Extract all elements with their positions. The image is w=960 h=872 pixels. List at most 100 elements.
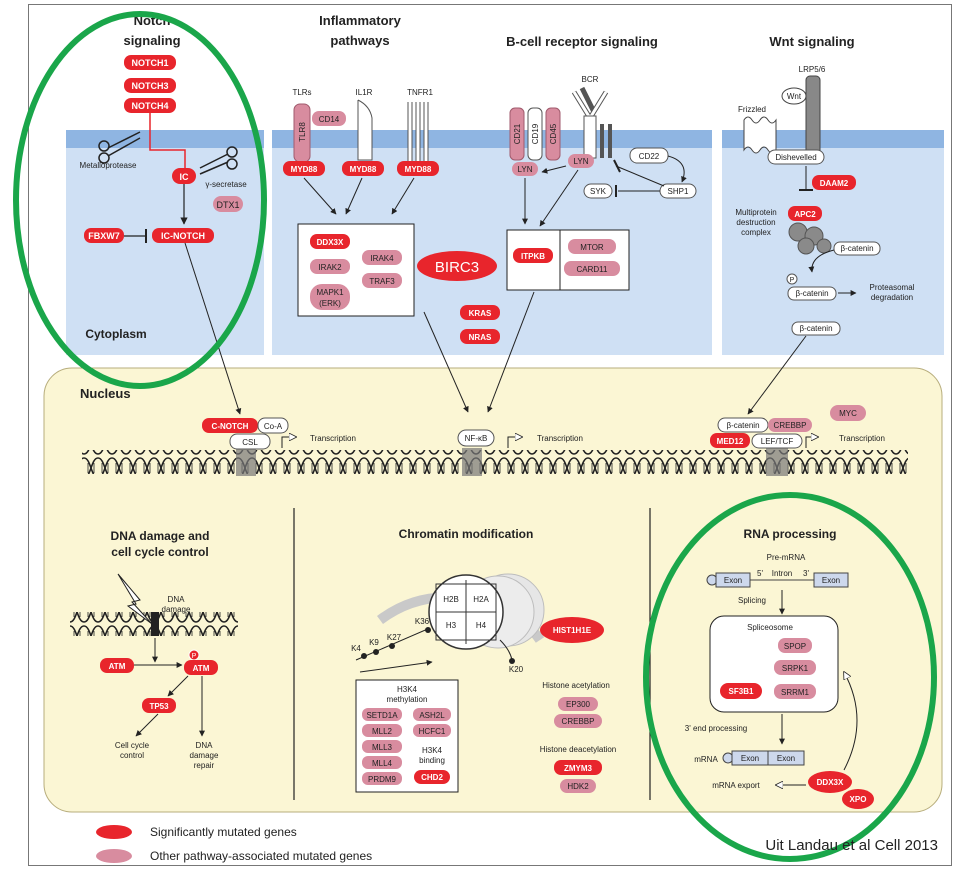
dna-damage-section: DNA damage and cell cycle control DNA da… bbox=[70, 529, 238, 770]
cd19-label: CD19 bbox=[531, 123, 540, 144]
bcat-label-2: β-catenin bbox=[795, 289, 828, 298]
card11-label: CARD11 bbox=[577, 265, 609, 274]
traf3-label: TRAF3 bbox=[369, 277, 395, 286]
citation: Uit Landau et al Cell 2013 bbox=[765, 837, 938, 854]
chromatin-title: Chromatin modification bbox=[399, 527, 534, 541]
zmym3-label: ZMYM3 bbox=[564, 764, 593, 773]
proteasomal-line2: degradation bbox=[871, 293, 913, 302]
h4-label: H4 bbox=[476, 621, 487, 630]
wnt-panel bbox=[722, 130, 944, 355]
cd22-label: CD22 bbox=[639, 152, 660, 161]
cd21-label: CD21 bbox=[513, 123, 522, 144]
legend-other-label: Other pathway-associated mutated genes bbox=[150, 849, 372, 863]
deacetylation-label: Histone deacetylation bbox=[540, 745, 617, 754]
inflammatory-header-line1: Inflammatory bbox=[319, 13, 401, 28]
bcat-label-3: β-catenin bbox=[799, 324, 832, 333]
exon-label-1: Exon bbox=[724, 576, 742, 585]
birc3-label: BIRC3 bbox=[435, 259, 479, 276]
h2a-label: H2A bbox=[473, 595, 489, 604]
gamma-secretase-scissors-icon bbox=[199, 146, 238, 175]
irak4-label: IRAK4 bbox=[370, 254, 394, 263]
bcr-label: BCR bbox=[582, 75, 599, 84]
crebbp-nucleus-label: CREBBP bbox=[774, 421, 807, 430]
nfkb-label: NF-κB bbox=[465, 434, 488, 443]
dna-damage-label-1: DNA bbox=[168, 595, 186, 604]
mrna-label: mRNA bbox=[694, 755, 718, 764]
legend-significant-label: Significantly mutated genes bbox=[150, 825, 297, 839]
k20-label: K20 bbox=[509, 665, 524, 674]
section-headers: Notch signaling Inflammatory pathways B-… bbox=[123, 13, 854, 49]
repair-label-2: damage bbox=[190, 751, 219, 760]
gene-ash2l-pill bbox=[413, 708, 451, 721]
exon-label-3: Exon bbox=[741, 754, 759, 763]
dna-damage-title-1: DNA damage and bbox=[111, 529, 210, 543]
med12-label: MED12 bbox=[717, 437, 744, 446]
mtor-label: MTOR bbox=[580, 243, 604, 252]
metalloprotease-label: Metalloprotease bbox=[80, 161, 137, 170]
gene-prdm9-label: PRDM9 bbox=[368, 775, 397, 784]
cell-cycle-label-2: control bbox=[120, 751, 144, 760]
srrm1-label: SRRM1 bbox=[781, 688, 810, 697]
wnt-section: LRP5/6 Wnt Frizzled Dishevelled DAAM2 Mu… bbox=[735, 65, 915, 415]
dna-damage-label-2: damage bbox=[162, 605, 191, 614]
p-label-wnt: P bbox=[790, 277, 795, 284]
erk-label: (ERK) bbox=[319, 299, 341, 308]
ddx3x-label: DDX3X bbox=[317, 238, 344, 247]
cd45-label: CD45 bbox=[549, 123, 558, 144]
gene-prdm9-pill bbox=[362, 772, 402, 785]
gene-mll3-label: MLL3 bbox=[372, 743, 393, 752]
proteasomal-line1: Proteasomal bbox=[870, 283, 915, 292]
lrp-label: LRP5/6 bbox=[799, 65, 826, 74]
wnt-label: Wnt bbox=[787, 92, 802, 101]
dtx1-label: DTX1 bbox=[216, 200, 239, 210]
legend-significant-swatch bbox=[96, 825, 132, 839]
tlr8-label: TLR8 bbox=[298, 122, 307, 142]
gene-setd1a-pill bbox=[362, 708, 402, 721]
mrna-export-label: mRNA export bbox=[712, 781, 760, 790]
bcr-section: BCR CD21 CD19 CD45 LYN LYN CD22 SYK SHP1… bbox=[487, 75, 697, 413]
xpo-label: XPO bbox=[850, 795, 867, 804]
inflammatory-section: TLRs IL1R TNFR1 TLR8 CD14 MYD88 MYD88 MY… bbox=[283, 88, 500, 413]
nucleus-title: Nucleus bbox=[80, 386, 131, 401]
bcat-label-1: β-catenin bbox=[840, 244, 873, 253]
chd2-label: CHD2 bbox=[421, 773, 443, 782]
spop-label: SPOP bbox=[784, 642, 806, 651]
ic-label: IC bbox=[180, 172, 190, 182]
intron-label: Intron bbox=[772, 569, 792, 578]
spliceosome-label: Spliceosome bbox=[747, 623, 793, 632]
dna-damage-title-2: cell cycle control bbox=[111, 545, 208, 559]
c-notch-label: C-NOTCH bbox=[212, 422, 249, 431]
transcription-label-3: Transcription bbox=[839, 434, 885, 443]
notch-section: NOTCH1 NOTCH3 NOTCH4 Metalloprotease γ-s… bbox=[80, 55, 247, 415]
end-processing-label: 3' end processing bbox=[685, 724, 747, 733]
myc-label: MYC bbox=[839, 409, 857, 418]
h2b-label: H2B bbox=[443, 595, 459, 604]
k4-label: K4 bbox=[351, 644, 361, 653]
h3-label: H3 bbox=[446, 621, 457, 630]
p-label-atm: P bbox=[192, 653, 197, 660]
rna-section: RNA processing Pre-mRNA Exon 5' Intron 3… bbox=[685, 527, 874, 809]
shp1-label: SHP1 bbox=[668, 187, 689, 196]
crebbp-chromatin-label: CREBBP bbox=[562, 717, 595, 726]
ddx3x-rna-label: DDX3X bbox=[817, 778, 844, 787]
frizzled-label: Frizzled bbox=[738, 105, 766, 114]
csl-label: CSL bbox=[242, 438, 258, 447]
gene-ash2l-label: ASH2L bbox=[419, 711, 445, 720]
figure-frame bbox=[28, 4, 952, 866]
gamma-secretase-label: γ-secretase bbox=[205, 180, 247, 189]
acetylation-label: Histone acetylation bbox=[542, 681, 610, 690]
repair-label-3: repair bbox=[194, 761, 215, 770]
gene-mll4-pill bbox=[362, 756, 402, 769]
premrna-label: Pre-mRNA bbox=[767, 553, 806, 562]
bcat-nucleus-label: β-catenin bbox=[726, 421, 759, 430]
atm-label-1: ATM bbox=[109, 662, 126, 671]
k27-label: K27 bbox=[387, 633, 402, 642]
rna-highlight-oval bbox=[643, 492, 937, 862]
wnt-header: Wnt signaling bbox=[769, 34, 854, 49]
metalloprotease-scissors-icon bbox=[98, 131, 141, 164]
gene-mll2-label: MLL2 bbox=[372, 727, 393, 736]
coa-label: Co-A bbox=[264, 422, 283, 431]
notch3-label: NOTCH3 bbox=[131, 81, 168, 91]
